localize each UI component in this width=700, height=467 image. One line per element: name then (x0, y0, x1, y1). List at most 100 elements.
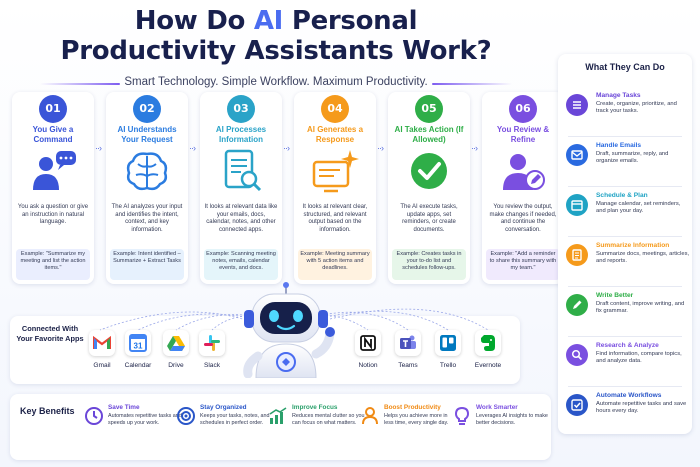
key-benefits-panel: Key Benefits Save Time Automates repetit… (10, 394, 551, 460)
step-description: You ask a question or give an instructio… (17, 204, 89, 226)
app-notion[interactable]: Notion (348, 330, 388, 369)
divider (568, 236, 682, 237)
step-number: 02 (133, 95, 161, 123)
robot-assistant-illustration (243, 282, 335, 378)
capability-title: Automate Workflows (596, 392, 662, 399)
sparkle-monitor-icon (312, 150, 359, 193)
capability-write-better: Write Better Draft content, improve writ… (566, 292, 688, 334)
step-title: AI Understands Your Request (117, 125, 177, 144)
app-slack[interactable]: Slack (192, 330, 232, 369)
key-benefits-title: Key Benefits (20, 406, 75, 416)
step-card-3: 03 AI Processes Information It looks at … (200, 92, 282, 284)
user-speech-icon (33, 151, 76, 190)
capability-title: Write Better (596, 292, 634, 299)
flow-arrow: ··› (189, 143, 196, 153)
checkbox-icon (571, 399, 583, 411)
benefit-boost-productivity: Boost Productivity Helps you achieve mor… (360, 404, 456, 454)
capability-automate-workflows: Automate Workflows Automate repetitive t… (566, 392, 688, 434)
clock-icon (85, 407, 103, 425)
step-description: It looks at relevant clear, structured, … (302, 204, 368, 233)
step-title: AI Processes Information (215, 125, 267, 144)
step-example: Example: Intent identified – Summarize +… (110, 249, 184, 280)
step-card-1: 01 You Give a Command You ask a question… (12, 92, 94, 284)
page-title: How Do AI Personal (134, 6, 418, 36)
user-edit-icon (503, 154, 545, 190)
benefit-title: Stay Organized (200, 404, 247, 411)
step-number: 04 (321, 95, 349, 123)
capability-handle-emails: Handle Emails Draft, summarize, reply, a… (566, 142, 688, 184)
benefit-title: Improve Focus (292, 404, 338, 411)
step-number: 01 (39, 95, 67, 123)
app-name: Calendar (124, 362, 152, 369)
app-name: Slack (203, 362, 221, 369)
brain-icon (126, 152, 168, 191)
capability-title: Handle Emails (596, 142, 642, 149)
capability-description: Draft, summarize, reply, and organize em… (596, 151, 669, 165)
page-title-line2: Productivity Assistants Work? (60, 36, 492, 66)
benefit-save-time: Save Time Automates repetitive tasks and… (84, 404, 182, 454)
app-name: Gmail (93, 362, 111, 369)
step-title: You Give a Command (32, 125, 74, 144)
capability-description: Manage calendar, set reminders, and plan… (596, 201, 681, 215)
capability-research-analyze: Research & Analyze Find information, com… (566, 342, 688, 384)
notion-icon (360, 335, 376, 351)
check-circle-icon (411, 153, 447, 189)
step-number: 06 (509, 95, 537, 123)
evernote-icon (481, 335, 495, 351)
capability-description: Summarize docs, meetings, articles, and … (596, 251, 690, 265)
person-icon (362, 407, 378, 425)
benefit-description: Helps you achieve more in less time, eve… (384, 413, 449, 426)
app-name: Notion (358, 362, 378, 369)
drive-icon (167, 336, 185, 351)
email-icon (571, 150, 583, 160)
step-description: The AI execute tasks, update apps, set r… (400, 204, 458, 233)
flow-arrow: ··› (95, 143, 102, 153)
benefit-improve-focus: Improve Focus Reduces mental clutter so … (268, 404, 365, 454)
flow-arrow: ··› (283, 143, 290, 153)
app-teams[interactable]: Teams (388, 330, 428, 369)
divider (568, 136, 682, 137)
divider (568, 386, 682, 387)
capability-title: Summarize Information (596, 242, 670, 249)
app-evernote[interactable]: Evernote (468, 330, 508, 369)
calendar-icon: 31 (129, 334, 147, 352)
capability-description: Draft content, improve writing, and fix … (596, 301, 685, 315)
benefit-stay-organized: Stay Organized Keeps your tasks, notes, … (176, 404, 272, 454)
subtitle-rule-right (432, 83, 512, 85)
target-icon (177, 407, 195, 425)
step-description: You review the output, make changes if n… (489, 204, 557, 233)
schedule-icon (571, 200, 583, 211)
capability-description: Find information, compare topics, and an… (596, 351, 682, 365)
app-name: Evernote (474, 362, 502, 369)
capability-manage-tasks: Manage Tasks Create, organize, prioritiz… (566, 92, 688, 134)
magnifier-icon (571, 349, 583, 361)
flow-arrow: ··› (377, 143, 384, 153)
app-calendar[interactable]: 31 Calendar (118, 330, 158, 369)
capability-title: Research & Analyze (596, 342, 659, 349)
app-trello[interactable]: Trello (428, 330, 468, 369)
trello-icon (440, 335, 456, 351)
subtitle-rule-left (40, 83, 120, 85)
connected-apps-panel: Connected With Your Favorite Apps Gmail … (10, 316, 520, 384)
slack-icon (204, 335, 220, 351)
app-drive[interactable]: Drive (156, 330, 196, 369)
subtitle: Smart Technology. Simple Workflow. Maxim… (124, 76, 428, 88)
benefit-title: Work Smarter (476, 404, 518, 411)
divider (568, 186, 682, 187)
app-gmail[interactable]: Gmail (82, 330, 122, 369)
capability-description: Automate repetitive tasks and save hours… (596, 401, 687, 415)
capability-title: Schedule & Plan (596, 192, 648, 199)
connected-apps-label: Connected With Your Favorite Apps (16, 324, 84, 343)
divider (568, 286, 682, 287)
step-card-5: 05 AI Takes Action (If Allowed) The AI e… (388, 92, 470, 284)
step-title: You Review & Refine (496, 125, 550, 144)
capability-schedule-plan: Schedule & Plan Manage calendar, set rem… (566, 192, 688, 234)
capability-description: Create, organize, prioritize, and track … (596, 101, 677, 115)
pencil-icon (573, 300, 582, 309)
document-search-icon (224, 149, 262, 192)
benefit-title: Boost Productivity (384, 404, 441, 411)
capabilities-title: What They Can Do (585, 62, 665, 72)
step-number: 03 (227, 95, 255, 123)
step-example: Example: "Summarize my meeting and list … (16, 249, 90, 280)
benefit-description: Keeps your tasks, notes, and schedules i… (200, 413, 270, 426)
